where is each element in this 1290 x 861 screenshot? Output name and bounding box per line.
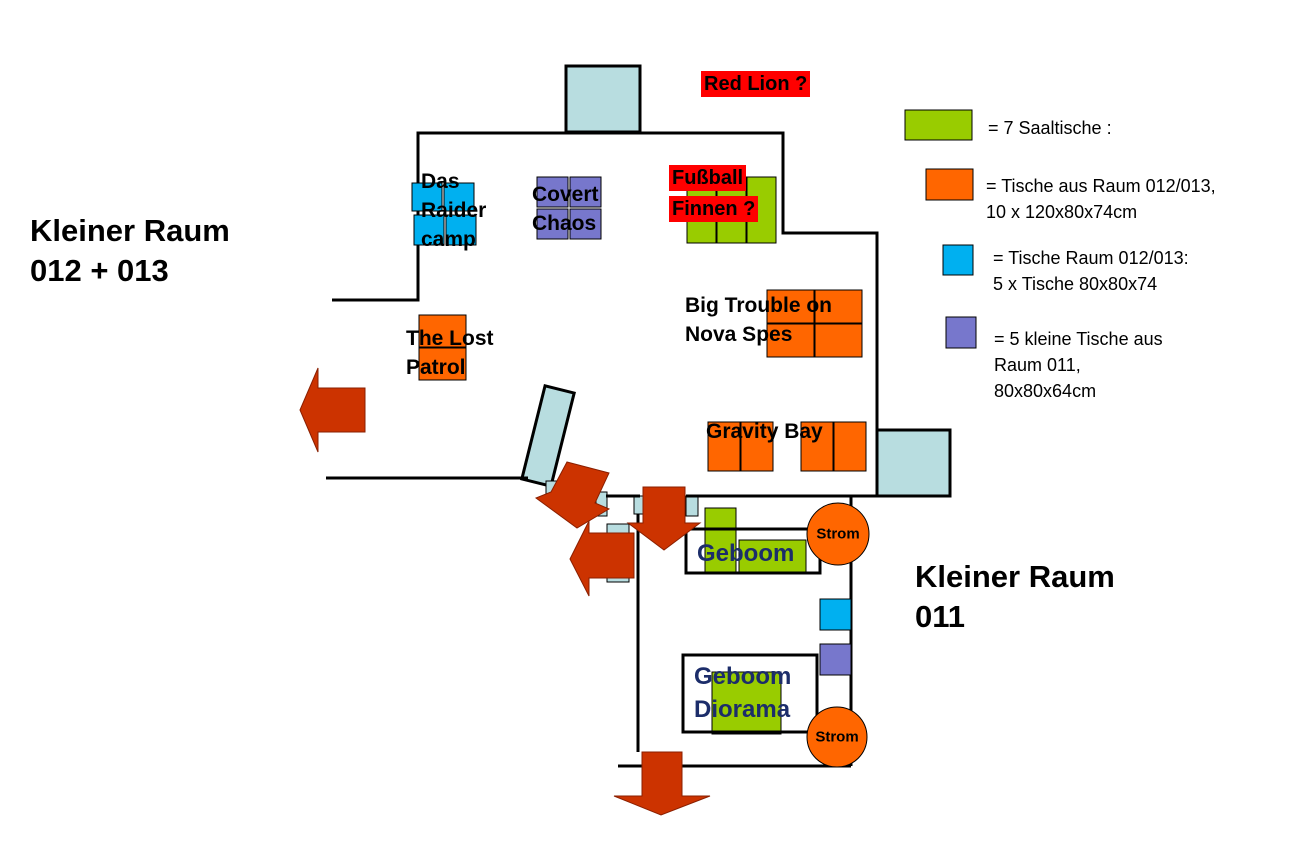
label-geboom-diorama-line1: Geboom	[694, 663, 792, 690]
blue-table-swatch	[942, 244, 974, 276]
green-table	[711, 671, 782, 735]
legend-purple-line3: 80x80x64cm	[994, 381, 1097, 401]
purple-table-swatch	[945, 316, 977, 349]
blue-table	[413, 214, 445, 246]
label-raider-camp-line3: camp	[421, 228, 476, 251]
label-raider-camp-line1: Das	[421, 170, 460, 193]
blue-table	[819, 598, 852, 631]
purple-table	[536, 176, 569, 208]
legend-green-line1: = 7 Saaltische :	[988, 118, 1112, 138]
orange-table	[740, 421, 774, 472]
label-big-trouble-line2: Nova Spes	[685, 323, 793, 346]
legend-blue-line1: = Tische Raum 012/013:	[993, 248, 1189, 268]
exit-arrow-down	[613, 751, 711, 816]
cabinet-right	[875, 428, 952, 498]
cabinet-diagonal	[520, 383, 576, 489]
blue-table	[411, 182, 443, 212]
label-geboom-diorama: Geboom Diorama	[694, 660, 791, 726]
label-geboom-diorama-line2: Diorama	[694, 696, 791, 723]
power-outlet-bottom	[806, 706, 868, 768]
cabinet-top	[564, 64, 642, 134]
exit-arrow-diagonal	[534, 461, 611, 529]
green-table-swatch	[904, 109, 973, 141]
exit-arrow-left	[299, 367, 366, 453]
label-raider-camp-line2: Raider	[421, 199, 487, 222]
label-covert-chaos: Covert Chaos	[532, 180, 599, 238]
orange-table	[707, 421, 741, 472]
legend-blue-line2: 5 x Tische 80x80x74	[993, 274, 1158, 294]
orange-table	[766, 289, 815, 324]
purple-table	[569, 208, 602, 240]
legend-entry-purple: = 5 kleine Tische aus Raum 011, 80x80x64…	[994, 326, 1163, 404]
label-geboom: Geboom	[697, 540, 795, 567]
green-table	[704, 507, 737, 575]
exit-arrow-down-door	[626, 486, 702, 551]
door-block-4	[685, 495, 699, 517]
label-big-trouble-line1: Big Trouble on	[685, 294, 832, 317]
legend-purple-line2: Raum 011,	[994, 355, 1081, 375]
blue-table	[445, 214, 477, 246]
orange-table	[814, 289, 863, 324]
label-gravity-bay: Gravity Bay	[706, 420, 823, 443]
label-big-trouble: Big Trouble on Nova Spes	[685, 291, 832, 349]
legend-orange-line2: 10 x 120x80x74cm	[986, 202, 1138, 222]
legend-orange-line1: = Tische aus Raum 012/013,	[986, 176, 1216, 196]
blue-table	[443, 182, 475, 212]
wall-main-room	[332, 131, 879, 496]
label-lost-patrol-line1: The Lost	[406, 327, 494, 350]
orange-table	[766, 323, 815, 358]
legend-entry-green: = 7 Saaltische :	[988, 115, 1112, 141]
label-covert-chaos-line2: Chaos	[532, 212, 597, 235]
green-table	[738, 539, 807, 575]
room-title-small-line2: 011	[915, 599, 966, 634]
power-outlet-top	[806, 502, 870, 566]
orange-table	[418, 347, 467, 381]
legend-entry-orange: = Tische aus Raum 012/013, 10 x 120x80x7…	[986, 173, 1216, 225]
room-title-small: Kleiner Raum 011	[915, 557, 1115, 637]
orange-table	[814, 323, 863, 358]
legend-purple-line1: = 5 kleine Tische aus	[994, 329, 1163, 349]
label-red-lion: Red Lion ?	[701, 71, 811, 97]
legend-entry-blue: = Tische Raum 012/013: 5 x Tische 80x80x…	[993, 245, 1189, 297]
purple-table	[536, 208, 569, 240]
orange-table	[833, 421, 867, 472]
label-raider-camp: Das Raider camp	[421, 167, 486, 254]
purple-table	[819, 643, 852, 676]
room-title-main: Kleiner Raum 012 + 013	[30, 211, 230, 291]
label-lost-patrol-line2: Patrol	[406, 356, 466, 379]
room-title-main-line2: 012 + 013	[30, 253, 169, 288]
power-outlet-label-top: Strom	[816, 525, 860, 543]
label-finnen: Finnen ?	[669, 196, 759, 222]
label-lost-patrol: The Lost Patrol	[406, 324, 494, 382]
power-outlet-label-bottom: Strom	[815, 728, 859, 746]
orange-table-swatch	[925, 168, 974, 201]
exit-arrow-left-011	[569, 520, 635, 597]
label-fussball: Fußball	[669, 165, 747, 191]
orange-table	[800, 421, 834, 472]
orange-table	[418, 314, 467, 348]
purple-table	[569, 176, 602, 208]
label-covert-chaos-line1: Covert	[532, 183, 599, 206]
geboom-diorama-frame	[681, 653, 819, 734]
room-title-main-line1: Kleiner Raum	[30, 213, 230, 248]
room-title-small-line1: Kleiner Raum	[915, 559, 1115, 594]
